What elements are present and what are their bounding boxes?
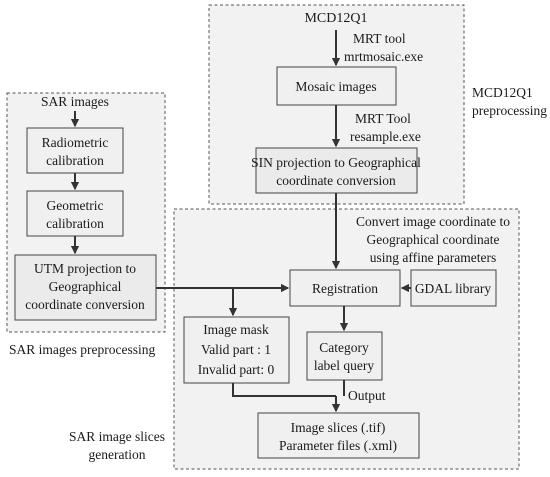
mcd12q1-source-label: MCD12Q1 [304, 11, 367, 26]
output-files-box [257, 412, 420, 459]
image-mask-label-line2: Valid part : 1 [201, 342, 271, 357]
affine-label-line1: Convert image coordinate to [356, 214, 510, 229]
utm-projection-box [14, 254, 157, 321]
gdal-library-box [410, 269, 497, 307]
utm-label-line1: UTM projection to [34, 261, 136, 276]
utm-label-line2: Geographical [49, 279, 122, 294]
geometric-label-line1: Geometric [47, 198, 104, 213]
category-query-box [306, 331, 383, 381]
registration-label: Registration [312, 281, 378, 296]
mrt-tool-1-label-line2: mrtmosaic.exe [344, 49, 423, 64]
radiometric-label-line1: Radiometric [42, 135, 109, 150]
category-label-line2: label query [314, 358, 375, 373]
sar-images-label: SAR images [41, 94, 109, 109]
mcd12q1-preprocessing-caption-line1: MCD12Q1 [472, 85, 533, 100]
output-edge-label: Output [348, 388, 386, 403]
mcd12q1-preprocessing-caption-line2: preprocessing [472, 103, 547, 118]
affine-label-line3: using affine parameters [370, 250, 496, 265]
mrt-tool-2-label-line2: resample.exe [350, 129, 421, 144]
sin-projection-label-line2: coordinate conversion [276, 173, 396, 188]
image-mask-label-line3: Invalid part: 0 [198, 362, 275, 377]
radiometric-calibration-box [26, 127, 124, 174]
geometric-calibration-box [26, 190, 124, 237]
slices-generation-caption-line2: generation [89, 447, 146, 462]
radiometric-label-line2: calibration [46, 153, 104, 168]
arrow-mask-merge [232, 383, 336, 397]
image-mask-box [183, 316, 290, 384]
geometric-label-line2: calibration [46, 216, 104, 231]
utm-label-line3: coordinate conversion [25, 297, 145, 312]
image-mask-label-line1: Image mask [203, 322, 269, 337]
sin-projection-box [255, 147, 418, 194]
mrt-tool-2-label-line1: MRT Tool [355, 111, 411, 126]
sar-preprocessing-caption: SAR images preprocessing [9, 342, 155, 357]
output-files-label-line1: Image slices (.tif) [291, 420, 386, 435]
affine-label-line2: Geographical coordinate [366, 232, 499, 247]
category-label-line1: Category [319, 340, 369, 355]
gdal-library-label: GDAL library [415, 281, 492, 296]
mosaic-images-label: Mosaic images [295, 79, 376, 94]
slices-generation-caption-line1: SAR image slices [69, 429, 165, 444]
registration-box [289, 269, 401, 307]
sin-projection-label-line1: SIN projection to Geographical [251, 155, 421, 170]
output-files-label-line2: Parameter files (.xml) [279, 438, 397, 453]
mrt-tool-1-label-line1: MRT tool [353, 31, 406, 46]
